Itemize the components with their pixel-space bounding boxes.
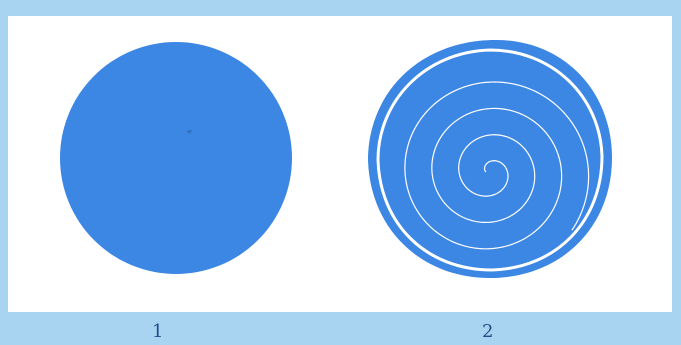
solid-disc-icon (60, 42, 292, 274)
caption-figure-1: 1 (152, 322, 163, 342)
spiral-disc-body (368, 40, 612, 278)
spiral-disc-icon (368, 40, 612, 278)
solid-disc (60, 42, 292, 274)
caption-figure-2: 2 (482, 322, 493, 342)
